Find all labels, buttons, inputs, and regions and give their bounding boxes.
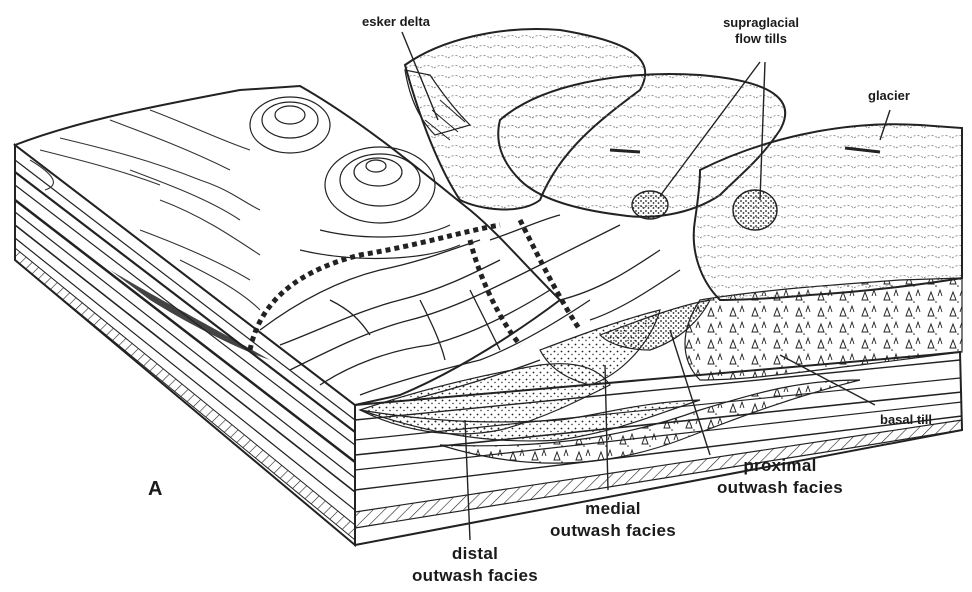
basal-till-label: basal till [880, 412, 932, 428]
distal-label-line2: outwash facies [400, 565, 550, 587]
medial-outwash-facies-label: medial outwash facies [538, 498, 688, 542]
esker-delta-label: esker delta [362, 14, 430, 30]
proximal-outwash-facies-label: proximal outwash facies [705, 455, 855, 499]
supraglacial-label-line1: supraglacial [706, 15, 816, 31]
distal-label-line1: distal [400, 543, 550, 565]
medial-label-line2: outwash facies [538, 520, 688, 542]
medial-label-line1: medial [538, 498, 688, 520]
proximal-label-line2: outwash facies [705, 477, 855, 499]
proximal-label-line1: proximal [705, 455, 855, 477]
supraglacial-label-line2: flow tills [706, 31, 816, 47]
distal-outwash-facies-label: distal outwash facies [400, 543, 550, 587]
supraglacial-flow-tills-label: supraglacial flow tills [706, 15, 816, 47]
glacier-label: glacier [868, 88, 910, 104]
panel-letter: A [148, 478, 162, 501]
